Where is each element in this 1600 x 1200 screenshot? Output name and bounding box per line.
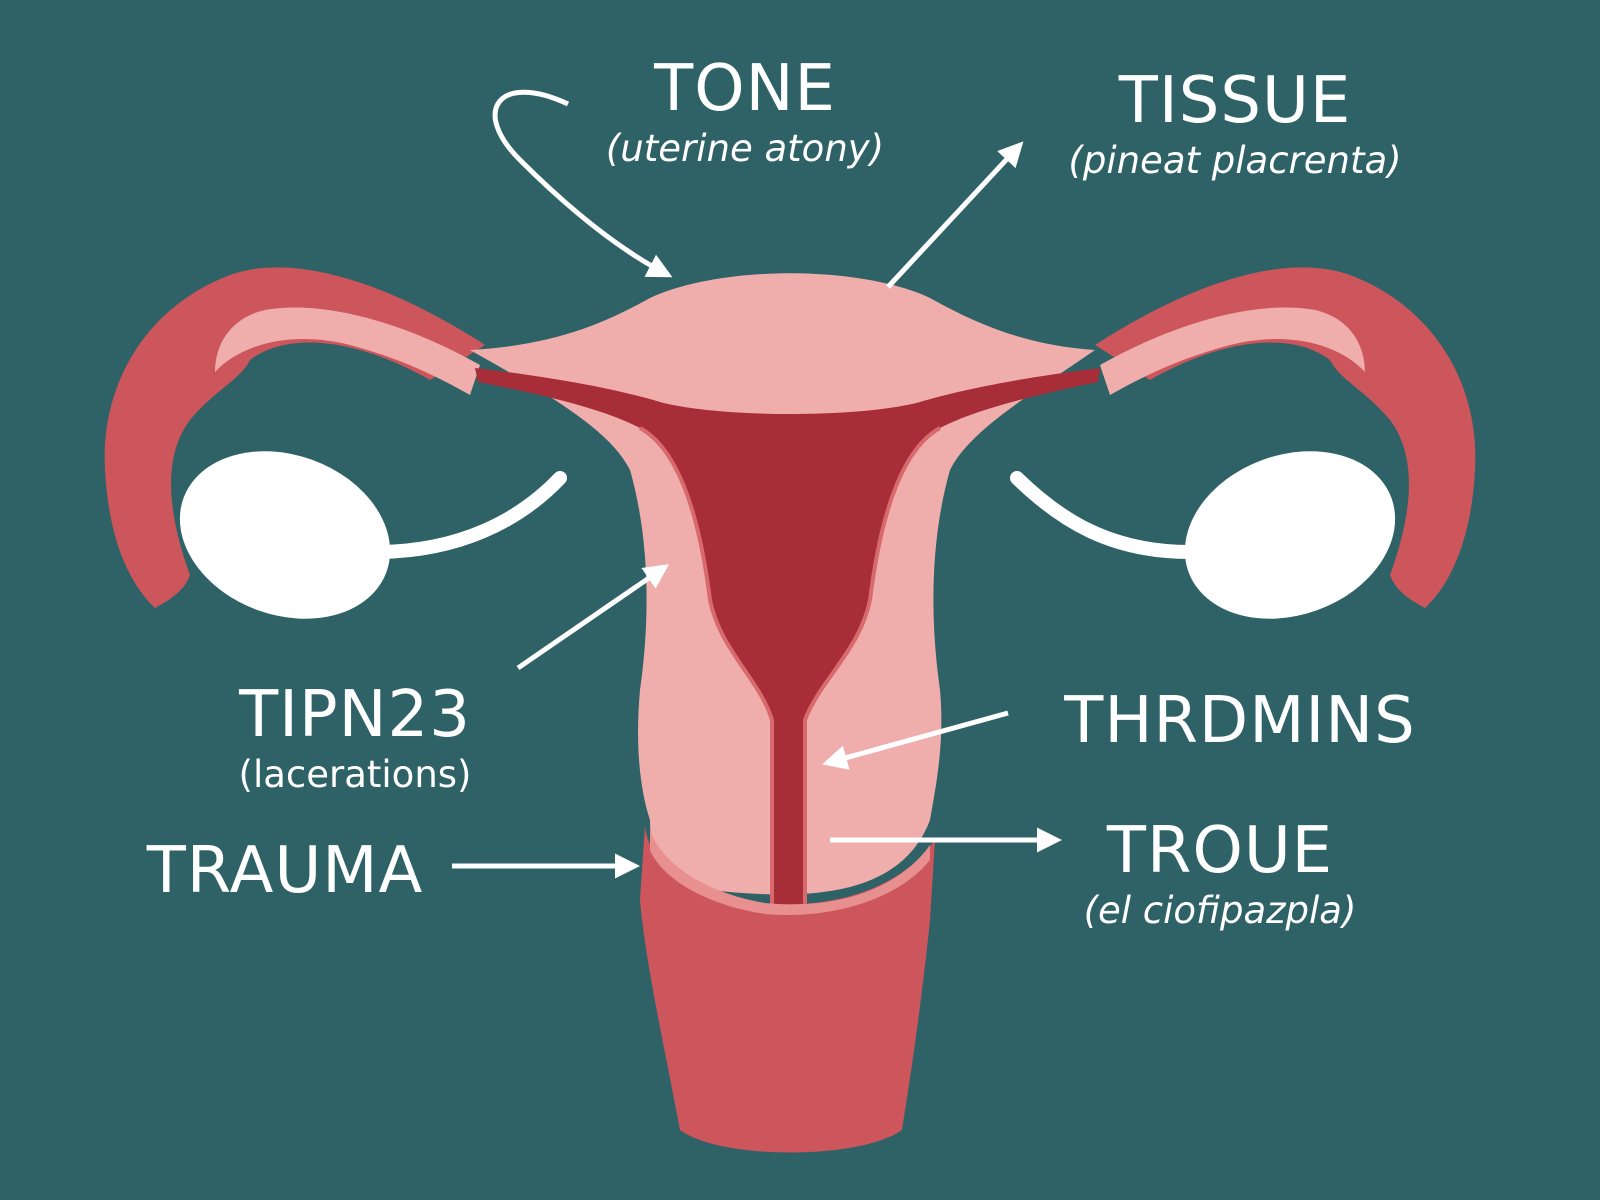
cervix-inner: [650, 830, 930, 916]
right-ovary: [1184, 451, 1396, 619]
tipn-arrow: [516, 564, 670, 671]
left-tube-inner: [215, 307, 480, 395]
tone-subtitle: (uterine atony): [605, 127, 885, 170]
tissue-arrow: [886, 141, 1024, 289]
tone-arrow: [492, 89, 673, 278]
left-ovary: [179, 451, 391, 619]
tissue-subtitle: (pineat placrenta): [1068, 139, 1402, 182]
tone-title: TONE: [654, 52, 836, 126]
tipn-label: TIPN23 (lacerations): [210, 678, 500, 798]
right-ovarian-ligament: [1010, 471, 1197, 559]
thrdmins-label: THRDMINS: [1040, 684, 1440, 758]
trauma-label: TRAUMA: [140, 834, 430, 908]
troue-label: TROUE (el ciofipazpla): [1060, 814, 1380, 934]
troue-subtitle: (el ciofipazpla): [1083, 889, 1357, 932]
tissue-title: TISSUE: [1118, 64, 1352, 138]
tissue-label: TISSUE (pineat placrenta): [1040, 64, 1430, 184]
cavity-outline: [639, 426, 941, 912]
right-tube-inner: [1100, 307, 1365, 395]
troue-title: TROUE: [1106, 814, 1334, 888]
trauma-title: TRAUMA: [146, 834, 424, 908]
thrdmins-title: THRDMINS: [1064, 684, 1416, 758]
cervix-vagina: [640, 825, 935, 1153]
tipn-subtitle: (lacerations): [238, 753, 472, 796]
tone-label: TONE (uterine atony): [585, 52, 905, 172]
tipn-title: TIPN23: [239, 678, 471, 752]
thrdmins-arrow: [822, 710, 1009, 770]
left-ovarian-ligament: [368, 471, 567, 559]
uterine-cavity: [475, 368, 1100, 912]
